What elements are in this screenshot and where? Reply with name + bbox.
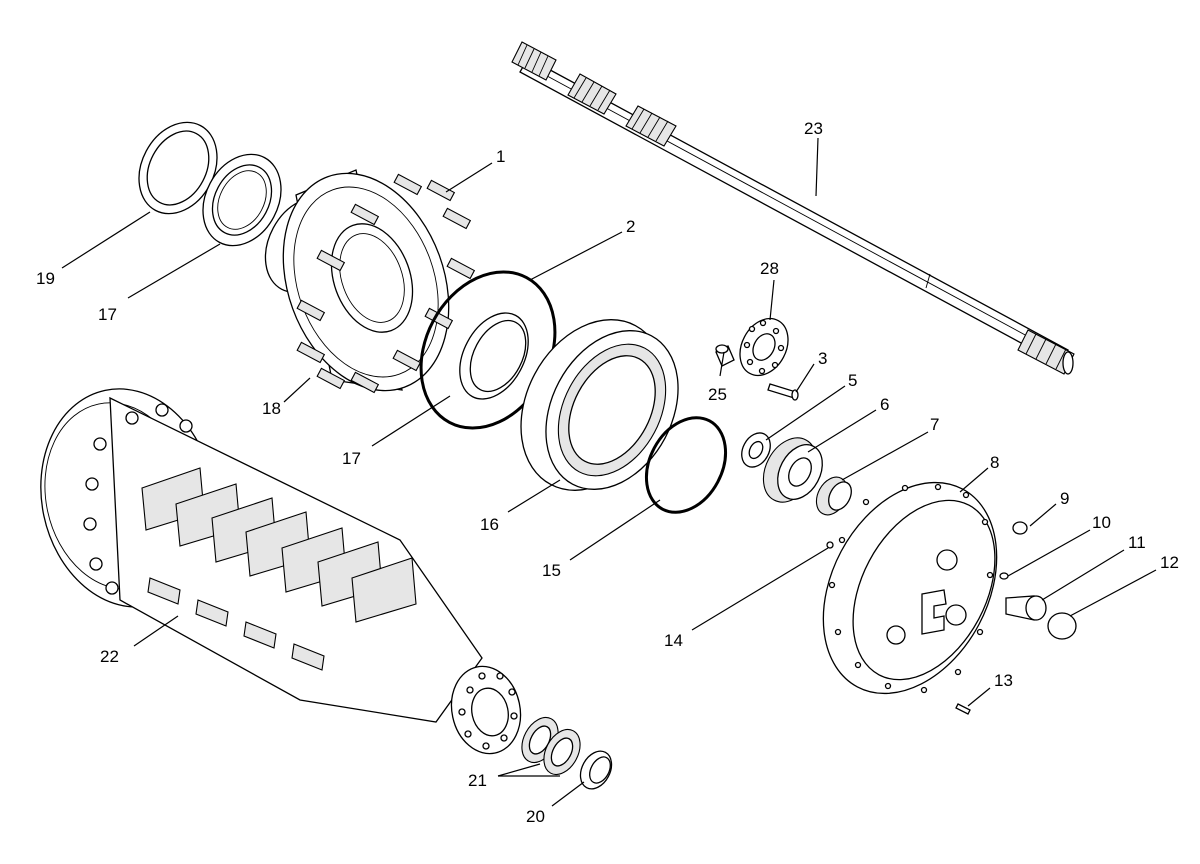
callout-9: 9	[1060, 489, 1069, 508]
callout-labels: 1 2 3 5 6 7 8 9 10 11 12 13 14 15 16 17 …	[36, 119, 1179, 826]
callout-11: 11	[1128, 533, 1146, 552]
part-10-screw	[999, 572, 1009, 580]
part-7-sun-gear	[815, 476, 852, 516]
callout-28: 28	[760, 259, 779, 278]
callout-16: 16	[480, 515, 499, 534]
callout-15: 15	[542, 561, 561, 580]
callout-17b: 17	[98, 305, 117, 324]
part-6-planet-gear	[762, 437, 823, 503]
part-12-seal	[1047, 612, 1077, 640]
part-8-cover	[822, 481, 998, 695]
callout-7: 7	[930, 415, 939, 434]
callout-10: 10	[1092, 513, 1111, 532]
callout-6: 6	[880, 395, 889, 414]
part-20-sleeve	[579, 750, 613, 790]
callout-1: 1	[496, 147, 505, 166]
callout-22: 22	[100, 647, 119, 666]
callout-19: 19	[36, 269, 55, 288]
part-25-pin	[715, 344, 735, 367]
part-5-washer	[741, 432, 771, 468]
part-19-seal-ring	[138, 121, 218, 215]
callout-20: 20	[526, 807, 545, 826]
part-23-axle-shaft	[511, 41, 1075, 375]
part-15-o-ring	[644, 416, 728, 514]
callout-21: 21	[468, 771, 487, 790]
part-13-screw	[955, 703, 971, 715]
part-18-wheel-hub	[264, 169, 476, 394]
leader-lines	[61, 137, 1157, 807]
callout-23: 23	[804, 119, 823, 138]
callout-13: 13	[994, 671, 1013, 690]
callout-5: 5	[848, 371, 857, 390]
part-21-bearings	[521, 716, 581, 776]
callout-18: 18	[262, 399, 281, 418]
part-3-bolt	[767, 383, 799, 401]
part-17-bearing-cup-center	[459, 312, 529, 400]
callout-3: 3	[818, 349, 827, 368]
part-28-thrust-washer	[739, 317, 789, 377]
callout-8: 8	[990, 453, 999, 472]
callout-17a: 17	[342, 449, 361, 468]
callout-12: 12	[1160, 553, 1179, 572]
part-9-nut	[1012, 521, 1028, 535]
part-22-axle-housing	[40, 388, 522, 755]
callout-14: 14	[664, 631, 683, 650]
callout-25: 25	[708, 385, 727, 404]
part-17-bearing-cup-left	[202, 153, 282, 247]
part-16-ring-gear	[520, 319, 679, 491]
part-11-plug	[1005, 595, 1047, 621]
part-14-ball	[826, 541, 834, 549]
callout-2: 2	[626, 217, 635, 236]
